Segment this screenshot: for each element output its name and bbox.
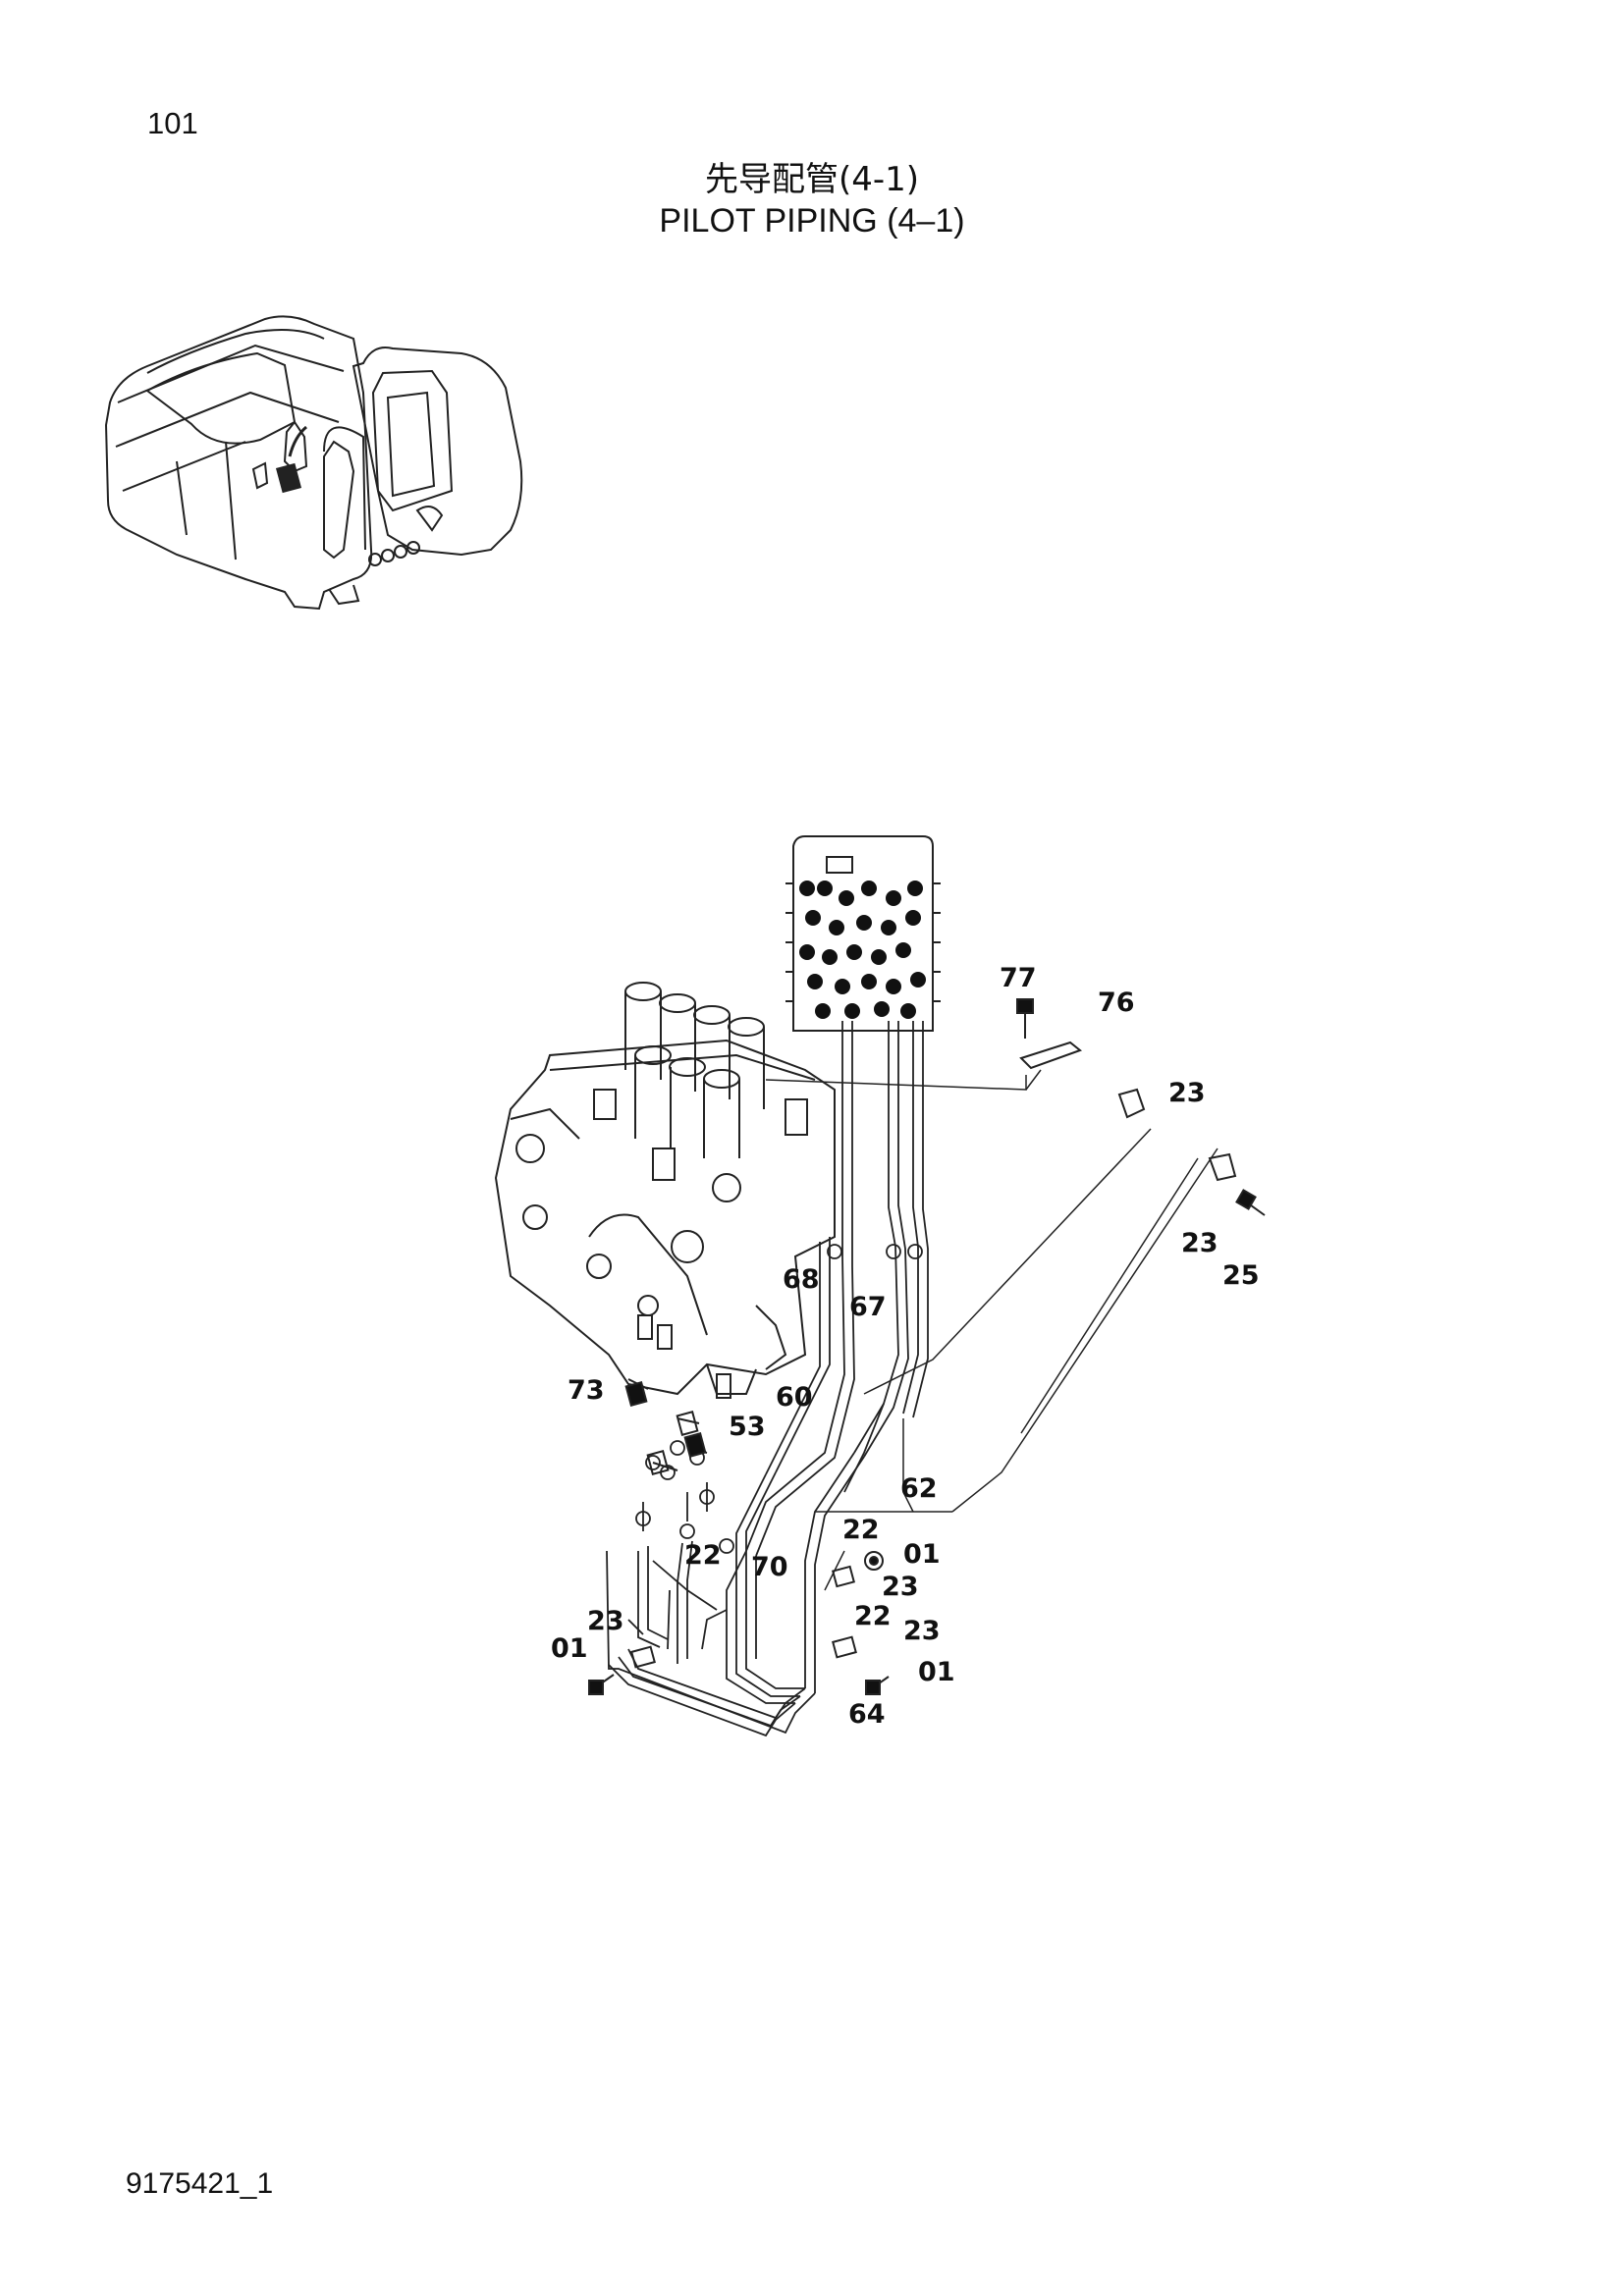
document-code: 9175421_1 (126, 2167, 274, 2200)
callout-23-upper: 23 (1168, 1078, 1206, 1108)
callout-68: 68 (783, 1264, 820, 1295)
page-title-chinese: 先导配管(4-1) (704, 160, 920, 199)
pilot-manifold-block (785, 835, 941, 1032)
callout-01-right-upper: 01 (903, 1539, 941, 1570)
callout-62: 62 (900, 1473, 938, 1504)
callout-22-upper: 22 (842, 1515, 880, 1545)
callout-23-left: 23 (587, 1606, 624, 1636)
callout-23-middle: 23 (882, 1572, 919, 1602)
page-title-english: PILOT PIPING (4–1) (659, 202, 965, 240)
callout-77: 77 (1000, 963, 1037, 993)
callout-23-right: 23 (1181, 1228, 1218, 1258)
callout-73: 73 (568, 1375, 605, 1406)
callout-22-left: 22 (684, 1540, 722, 1571)
callout-60: 60 (776, 1382, 813, 1413)
callout-25: 25 (1222, 1260, 1260, 1291)
callout-76: 76 (1098, 988, 1135, 1018)
machine-locator-sketch (104, 315, 523, 611)
control-valve-assembly (494, 982, 836, 1399)
part-callouts: 77 76 23 23 25 68 67 73 60 53 62 22 01 2… (551, 963, 1260, 1730)
callout-01-right-lower: 01 (918, 1657, 955, 1687)
callout-01-left: 01 (551, 1633, 588, 1664)
callout-70: 70 (751, 1552, 788, 1582)
callout-53: 53 (729, 1412, 766, 1442)
callout-23-lower: 23 (903, 1616, 941, 1646)
leader-lines (765, 1069, 1218, 1591)
callout-64: 64 (848, 1699, 886, 1730)
callout-67: 67 (849, 1292, 887, 1322)
page-number: 101 (147, 106, 198, 140)
callout-22-lower: 22 (854, 1601, 892, 1631)
mounting-hardware (588, 998, 1266, 1695)
